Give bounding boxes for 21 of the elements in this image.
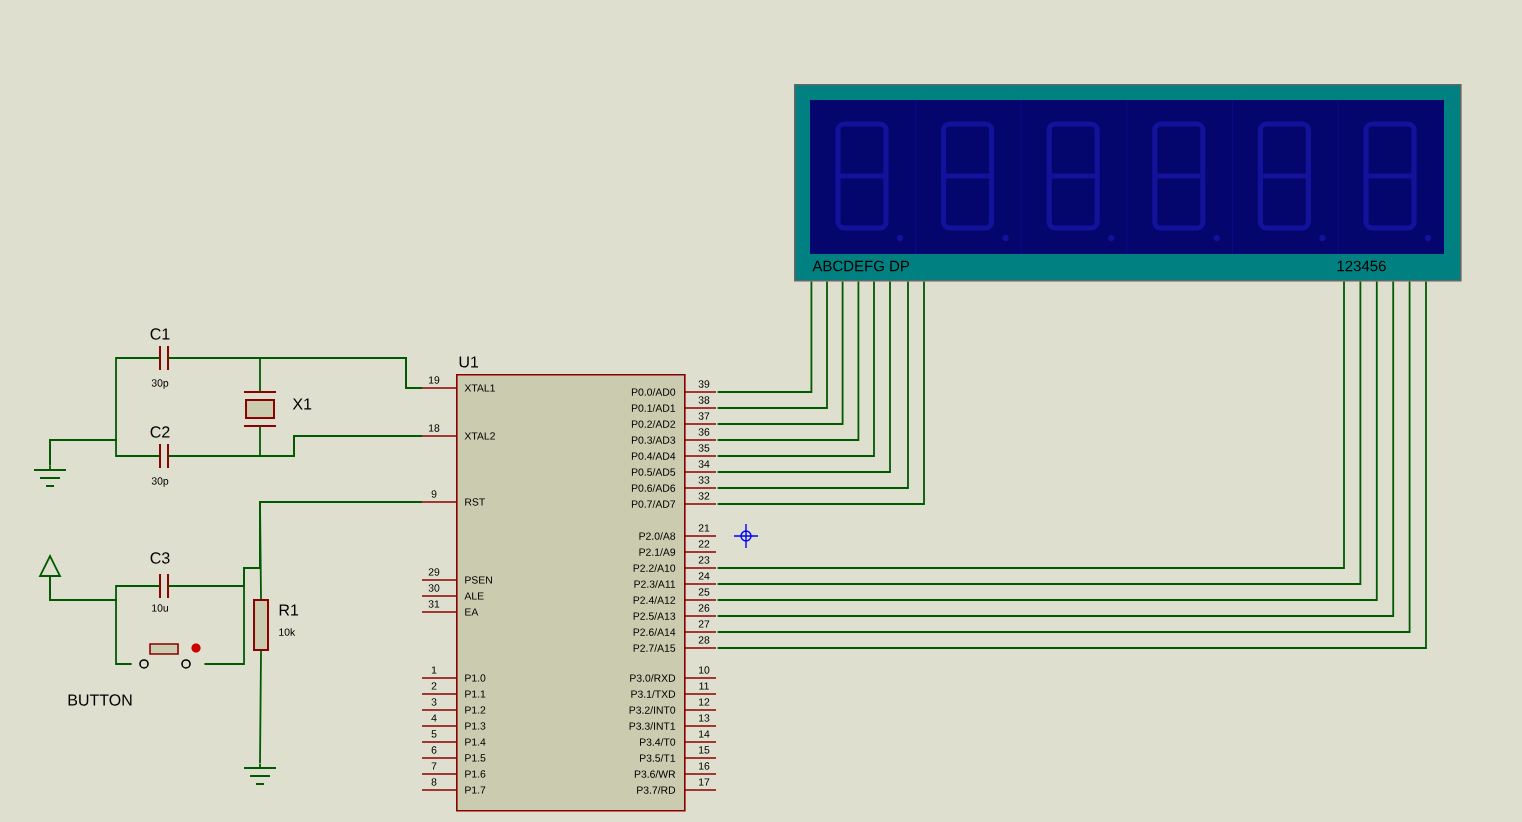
wire [716, 280, 813, 393]
wire [259, 425, 423, 457]
component-label: R1 [279, 604, 299, 616]
wire [49, 439, 161, 467]
component-label: C3 [150, 552, 170, 564]
wire [716, 280, 844, 425]
ground-symbol [33, 465, 67, 487]
component-label: BUTTON [68, 694, 132, 706]
wire [259, 357, 423, 393]
wire [49, 575, 133, 665]
component-label: C2 [150, 426, 170, 438]
wire [716, 280, 828, 409]
component-label: C1 [150, 328, 170, 340]
component-label: X1 [292, 398, 312, 410]
ground-symbol [243, 763, 277, 785]
wire [259, 501, 423, 600]
wire [259, 650, 262, 765]
wire [716, 280, 875, 457]
wire [716, 280, 860, 441]
chip-label: U1 [459, 356, 479, 368]
wire [716, 280, 891, 473]
